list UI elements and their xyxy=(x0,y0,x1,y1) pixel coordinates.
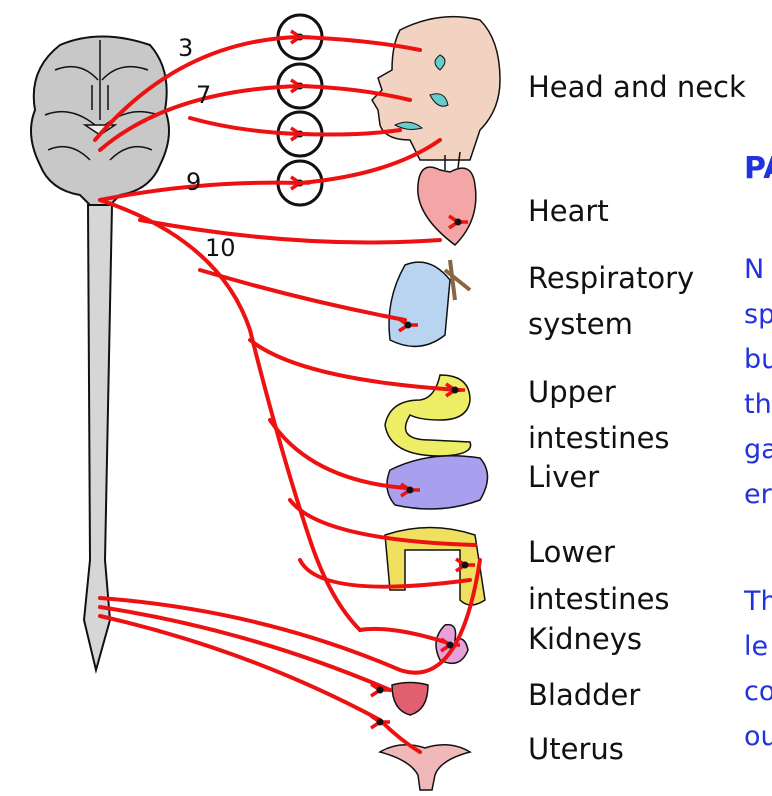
label-kidneys: Kidneys xyxy=(528,625,642,654)
side-panel-line: co xyxy=(744,678,772,705)
nerve-number-7: 7 xyxy=(196,83,211,107)
heart-icon xyxy=(418,152,476,245)
nerve-number-9: 9 xyxy=(186,170,201,194)
side-panel-title: PA xyxy=(744,154,772,184)
side-panel-line: le xyxy=(744,633,768,660)
side-panel-line: ou xyxy=(744,723,772,750)
label-lower-int-2: intestines xyxy=(528,585,670,614)
face-icon xyxy=(372,17,500,160)
label-bladder: Bladder xyxy=(528,681,640,710)
label-respiratory-2: system xyxy=(528,310,633,339)
side-panel-line: sp xyxy=(744,301,772,328)
nerve-number-3: 3 xyxy=(178,36,193,60)
nerve-number-10: 10 xyxy=(205,236,236,260)
label-upper-int-1: Upper xyxy=(528,378,616,407)
uterus-icon xyxy=(380,745,470,790)
label-upper-int-2: intestines xyxy=(528,424,670,453)
lung-icon xyxy=(389,260,470,346)
side-panel-line: Th xyxy=(744,588,772,615)
label-liver: Liver xyxy=(528,463,599,492)
bladder-icon xyxy=(392,683,428,716)
side-panel-line: ga xyxy=(744,436,772,463)
label-uterus: Uterus xyxy=(528,735,624,764)
side-panel-line: th xyxy=(744,391,772,418)
liver-icon xyxy=(387,456,488,509)
label-respiratory-1: Respiratory xyxy=(528,264,694,293)
label-heart: Heart xyxy=(528,197,609,226)
side-panel-line: N xyxy=(744,256,764,283)
ganglion-icon xyxy=(278,15,322,205)
side-panel-line: er xyxy=(744,481,772,508)
label-lower-int-1: Lower xyxy=(528,538,615,567)
side-panel-line: bu xyxy=(744,346,772,373)
label-head-neck: Head and neck xyxy=(528,73,746,102)
